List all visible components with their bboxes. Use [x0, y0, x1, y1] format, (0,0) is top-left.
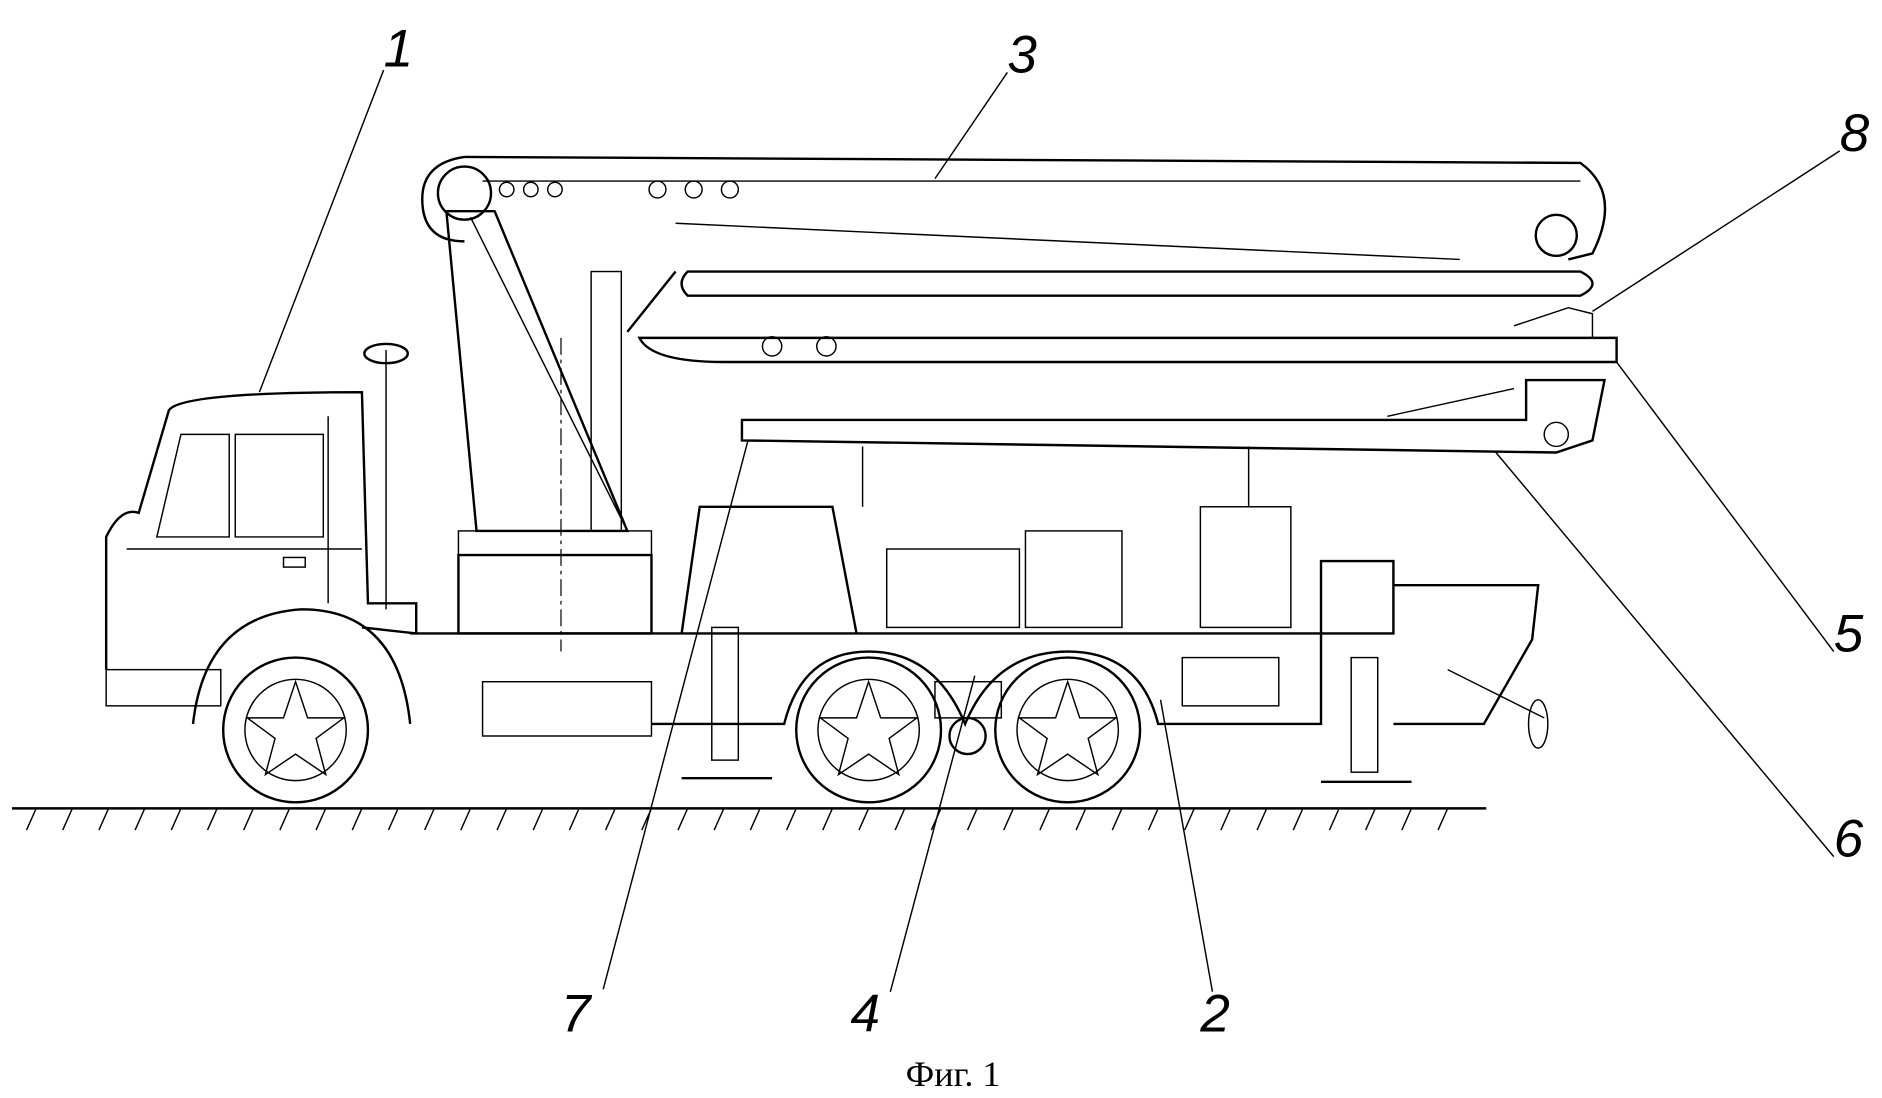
rear-wheel-1: [795, 656, 943, 804]
boom-section-6: [740, 378, 1606, 507]
chassis-frame-2: [410, 626, 1412, 784]
boom-section-3: [421, 155, 1607, 261]
ground-hatch-mark: [134, 808, 146, 831]
ground-hatch-mark: [1364, 808, 1376, 831]
ground-hatch-mark: [1147, 808, 1159, 831]
ground-hatch-mark: [423, 808, 435, 831]
figure-caption: Фиг. 1: [906, 1054, 1001, 1094]
ground-hatch-mark: [1328, 808, 1340, 831]
boom-middle-section: [626, 270, 1594, 333]
rear-wheel-2: [994, 656, 1142, 804]
ground-hatch-mark: [1003, 808, 1015, 831]
ground-hatch-mark: [604, 808, 616, 831]
ground-hatch-mark: [532, 808, 544, 831]
ground-hatch-mark: [98, 808, 110, 831]
label-7: 7: [561, 985, 593, 1044]
wheels: [221, 656, 1142, 804]
ground-hatch-mark: [1401, 808, 1413, 831]
boom-section-5: [637, 306, 1618, 364]
ground-hatch-mark: [62, 808, 74, 831]
leader-lines: [258, 69, 1841, 992]
ground-hatch-mark: [206, 808, 218, 831]
ground-hatch-mark: [966, 808, 978, 831]
front-wheel: [221, 656, 370, 804]
ground-hatch-mark: [279, 808, 291, 831]
label-1: 1: [384, 19, 414, 78]
label-3: 3: [1007, 25, 1037, 84]
truck-cab: [104, 342, 418, 725]
boom-turret: [436, 165, 653, 635]
ground-hatch-mark: [387, 808, 399, 831]
ground-hatch-mark: [1184, 808, 1196, 831]
ground-hatch-mark: [749, 808, 761, 831]
label-5: 5: [1834, 605, 1864, 664]
ground-hatch-mark: [822, 808, 834, 831]
label-4: 4: [851, 985, 881, 1044]
ground-hatch-mark: [858, 808, 870, 831]
ground-hatch-mark: [460, 808, 472, 831]
ground-hatch-mark: [1220, 808, 1232, 831]
ground-hatch-mark: [894, 808, 906, 831]
ground-hatch-mark: [1075, 808, 1087, 831]
ground-hatch-mark: [1256, 808, 1268, 831]
ground-hatch-mark: [568, 808, 580, 831]
ground-hatch-mark: [1292, 808, 1304, 831]
ground-hatch-mark: [243, 808, 255, 831]
ground-hatch-mark: [25, 808, 37, 831]
label-8: 8: [1840, 104, 1870, 163]
ground-hatch-mark: [1111, 808, 1123, 831]
ground-hatch-mark: [785, 808, 797, 831]
ground-hatch-mark: [677, 808, 689, 831]
ground-hatch-mark: [1437, 808, 1449, 831]
ground-line: [12, 807, 1487, 831]
label-6: 6: [1834, 810, 1864, 869]
ground-hatch-mark: [1039, 808, 1051, 831]
ground-hatch-mark: [315, 808, 327, 831]
ground-hatch-mark: [170, 808, 182, 831]
pump-unit: [680, 505, 1549, 749]
ground-hatch-mark: [496, 808, 508, 831]
ground-hatch-mark: [351, 808, 363, 831]
label-2: 2: [1199, 985, 1230, 1044]
ground-hatch-mark: [713, 808, 725, 831]
